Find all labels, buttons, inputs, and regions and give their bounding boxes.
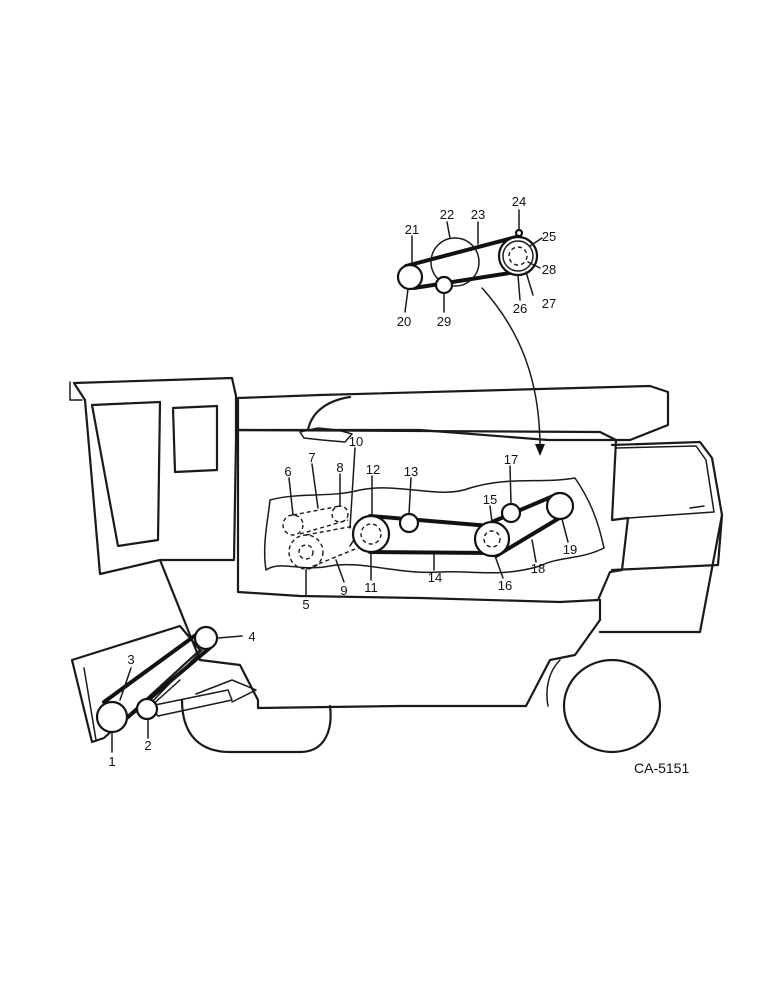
pulley-17 (500, 502, 522, 524)
callout-18: 18 (531, 561, 545, 576)
callout-29: 29 (437, 314, 451, 329)
separator-drive (282, 491, 575, 570)
pulley-1 (95, 700, 129, 734)
callout-28: 28 (542, 262, 556, 277)
callout-labels: 1 2 3 4 5 6 7 8 9 10 11 12 13 14 15 16 1… (108, 194, 577, 769)
callout-14: 14 (428, 570, 442, 585)
callout-2: 2 (144, 738, 151, 753)
callout-1: 1 (108, 754, 115, 769)
callout-12: 12 (366, 462, 380, 477)
pulley-16 (473, 520, 511, 558)
combine-outline (69, 376, 724, 754)
pulley-20 (396, 263, 424, 291)
callout-10: 10 (349, 434, 363, 449)
detail-arrow (481, 287, 545, 456)
callout-27: 27 (542, 296, 556, 311)
figure-code: CA-5151 (634, 760, 689, 776)
callout-15: 15 (483, 492, 497, 507)
callout-9: 9 (340, 583, 347, 598)
callout-11: 11 (364, 580, 378, 595)
callout-24: 24 (512, 194, 526, 209)
pulley-4 (193, 625, 219, 651)
callout-4: 4 (248, 629, 255, 644)
pulley-11 (351, 514, 391, 554)
callout-17: 17 (504, 452, 518, 467)
pulley-25 (497, 235, 539, 277)
pulley-29 (434, 275, 454, 295)
pulley-13 (398, 512, 420, 534)
callout-13: 13 (404, 464, 418, 479)
callout-8: 8 (336, 460, 343, 475)
callout-22: 22 (440, 207, 454, 222)
detail-drive (396, 228, 539, 295)
callout-16: 16 (498, 578, 512, 593)
callout-19: 19 (563, 542, 577, 557)
feeder-drive (95, 625, 219, 734)
leader-lines (111, 209, 569, 753)
callout-3: 3 (127, 652, 134, 667)
callout-26: 26 (513, 301, 527, 316)
pulley-2 (135, 697, 159, 721)
callout-20: 20 (397, 314, 411, 329)
callout-7: 7 (308, 450, 315, 465)
callout-5: 5 (302, 597, 309, 612)
callout-23: 23 (471, 207, 485, 222)
callout-21: 21 (405, 222, 419, 237)
callout-25: 25 (542, 229, 556, 244)
callout-6: 6 (284, 464, 291, 479)
pulley-19 (545, 491, 575, 521)
